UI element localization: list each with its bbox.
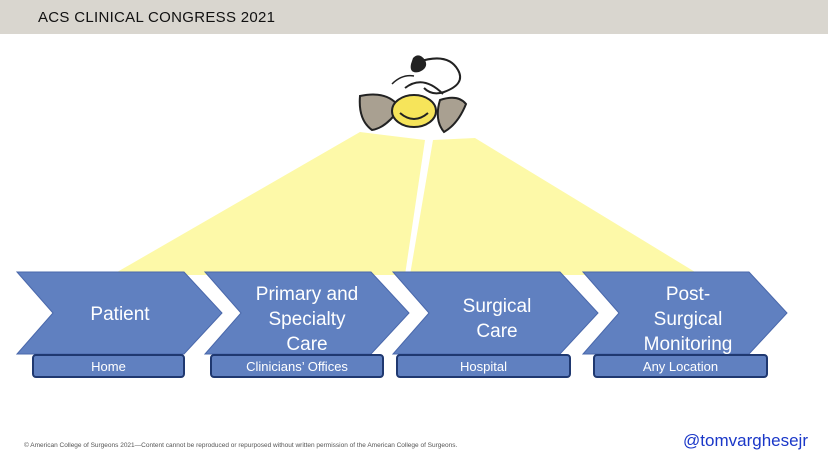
chevron-step-3-title-line: Surgical (463, 296, 532, 317)
location-label-box-1 (32, 354, 185, 378)
light-beams (112, 132, 700, 275)
chevron-step-2-title-line: Care (286, 334, 327, 355)
twitter-handle: @tomvarghesejr (683, 431, 808, 450)
chevron-step-4-title-line: Post- (666, 284, 710, 305)
location-labels: Home Clinicians’ Offices Hospital Any Locat… (32, 354, 768, 378)
location-label-4: Any Location (643, 359, 718, 374)
chevron-step-2-title-line: Specialty (268, 309, 346, 330)
light-beam-right (410, 138, 700, 275)
patient-face-sketch-icon (340, 55, 478, 138)
location-label-box-2 (210, 354, 384, 378)
location-label-3: Hospital (460, 359, 507, 374)
header-bar: ACS CLINICAL CONGRESS 2021 (0, 0, 828, 34)
chevron-step-1 (15, 271, 223, 355)
location-label-box-3 (396, 354, 571, 378)
location-label-1: Home (91, 359, 126, 374)
chevron-step-2-title-line: Primary and (256, 284, 358, 305)
location-label-box-4 (593, 354, 768, 378)
chevron-step-1-title-line: Patient (90, 304, 150, 325)
copyright-notice: © American College of Surgeons 2021—Cont… (24, 442, 458, 449)
header-title: ACS CLINICAL CONGRESS 2021 (38, 9, 276, 26)
chevron-step-4-title-line: Surgical (654, 309, 723, 330)
location-label-2: Clinicians’ Offices (246, 359, 348, 374)
chevron-step-4-title-line: Monitoring (644, 334, 733, 355)
light-beam-left (112, 132, 425, 275)
chevron-step-3-title-line: Care (476, 321, 517, 342)
